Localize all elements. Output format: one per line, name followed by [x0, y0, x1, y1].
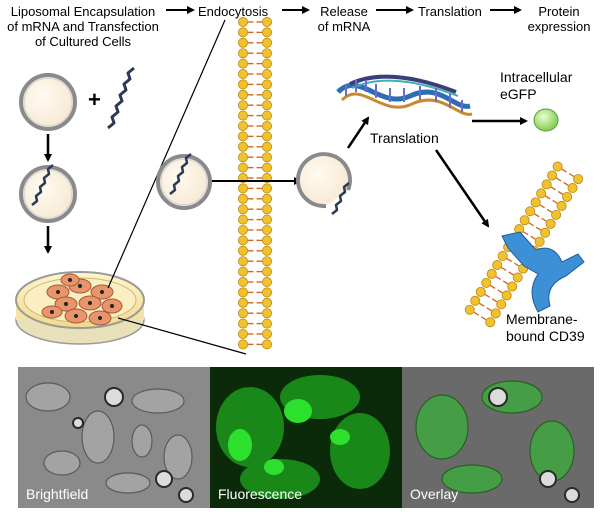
cd39-line2: bound CD39	[506, 328, 585, 344]
step1-line3: of Cultured Cells	[34, 34, 132, 49]
empty-liposome	[19, 73, 77, 131]
step4-label: Translation	[418, 4, 482, 19]
egfp-line1: Intracellular	[500, 69, 573, 85]
mrna-nucleotide-ticks	[345, 80, 463, 112]
step3-line2: of mRNA	[317, 19, 371, 34]
mrna-strand-free	[107, 66, 135, 130]
cd39-protein	[501, 231, 585, 313]
arrow-to-ribosome	[346, 116, 370, 149]
brightfield-label: Brightfield	[26, 486, 89, 502]
step1-label: Liposomal Encapsulation of mRNA and Tran…	[2, 4, 164, 49]
zoom-line-lower	[117, 317, 247, 355]
overlay-label: Overlay	[410, 486, 459, 502]
liposome-at-membrane	[156, 153, 212, 210]
cd39-line1: Membrane-	[506, 311, 578, 327]
cell-membrane-vertical	[237, 16, 272, 350]
diagram-canvas	[15, 6, 585, 355]
fluorescence-panel: Fluorescence	[210, 367, 402, 508]
step1-line2: of mRNA and Transfection	[7, 19, 159, 34]
fluorescence-image	[210, 367, 402, 508]
step1-line1: Liposomal Encapsulation	[10, 4, 156, 19]
step5-label: Protein expression	[522, 4, 596, 34]
dish-cell-nuclei	[50, 278, 114, 320]
brightfield-panel: Brightfield	[18, 367, 210, 508]
translation-label: Translation	[370, 130, 439, 146]
cd39-label: Membrane- bound CD39	[506, 311, 585, 345]
mrna-translation-complex	[336, 74, 473, 116]
step5-line1: Protein	[538, 4, 580, 19]
overlay-panel: Overlay	[402, 367, 594, 508]
egfp-protein	[533, 108, 559, 132]
brightfield-image	[18, 367, 210, 508]
plus-sign: +	[88, 87, 101, 112]
step3-line1: Release	[320, 4, 368, 19]
loaded-liposome	[19, 164, 77, 223]
fluorescence-label: Fluorescence	[218, 486, 303, 502]
egfp-line2: eGFP	[500, 86, 537, 102]
step5-line2: expression	[527, 19, 591, 34]
overlay-image	[402, 367, 594, 508]
zoom-line-upper	[107, 19, 226, 289]
step2-label: Endocytosis	[198, 4, 269, 19]
arrow-to-cd39	[434, 149, 490, 228]
endosome-releasing-mrna	[295, 152, 352, 215]
egfp-label: Intracellular eGFP	[500, 69, 572, 103]
step3-label: Release of mRNA	[314, 4, 374, 34]
